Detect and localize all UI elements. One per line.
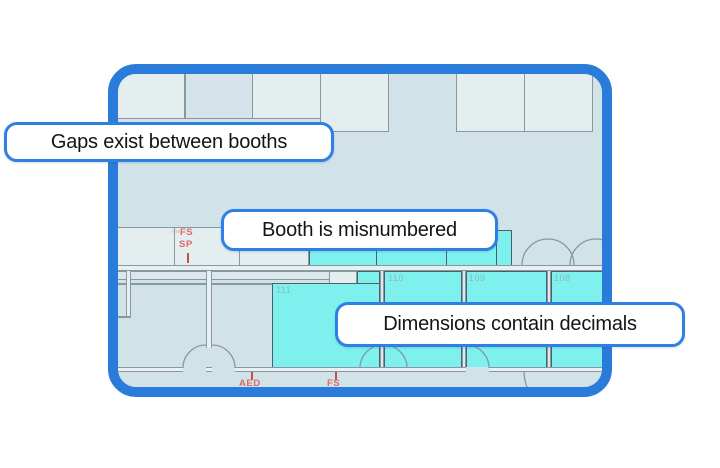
fs-bottom-tick — [335, 372, 337, 380]
booth-111-notch — [357, 271, 380, 284]
closet-wall — [126, 271, 131, 318]
fs-mid-marker: FS — [180, 227, 194, 238]
callout-decimals-label: Dimensions contain decimals — [383, 313, 637, 335]
sp-mid-marker: SP — [179, 239, 193, 250]
top-booth-4 — [456, 74, 525, 132]
top-booth-5 — [524, 74, 593, 132]
rooms-top-wall — [118, 283, 272, 285]
booth-108-number: 108 — [554, 273, 571, 283]
closet-foot-wall — [118, 316, 131, 318]
fs-bottom-marker: FS — [327, 378, 341, 389]
door-gap-1 — [183, 367, 206, 372]
hall-bar — [118, 271, 357, 280]
door-gap-3 — [466, 367, 489, 372]
callout-decimals: Dimensions contain decimals — [335, 302, 685, 347]
aed-tick — [251, 372, 253, 380]
main-wall — [118, 265, 602, 271]
top-booth-gap — [185, 74, 253, 119]
top-booth-2 — [252, 74, 321, 119]
callout-misnumbered-label: Booth is misnumbered — [262, 218, 457, 241]
sp-tick — [187, 253, 189, 263]
top-booth-3 — [320, 74, 389, 132]
top-booth-1 — [118, 74, 185, 119]
callout-misnumbered: Booth is misnumbered — [221, 209, 498, 251]
callout-gaps: Gaps exist between booths — [4, 122, 334, 162]
booth-110-number: 110 — [388, 273, 404, 283]
door-gap-2 — [212, 367, 235, 372]
callout-gaps-label: Gaps exist between booths — [50, 130, 288, 153]
booth-109-number: 109 — [469, 273, 486, 283]
interior-wall — [206, 271, 212, 348]
mid-booth-cyan-4 — [496, 230, 512, 266]
aed-marker: AED — [239, 378, 261, 389]
mid-booth-1 — [118, 227, 175, 266]
faint-red-mark — [172, 230, 180, 233]
booth-111-number: 111 — [276, 285, 292, 295]
